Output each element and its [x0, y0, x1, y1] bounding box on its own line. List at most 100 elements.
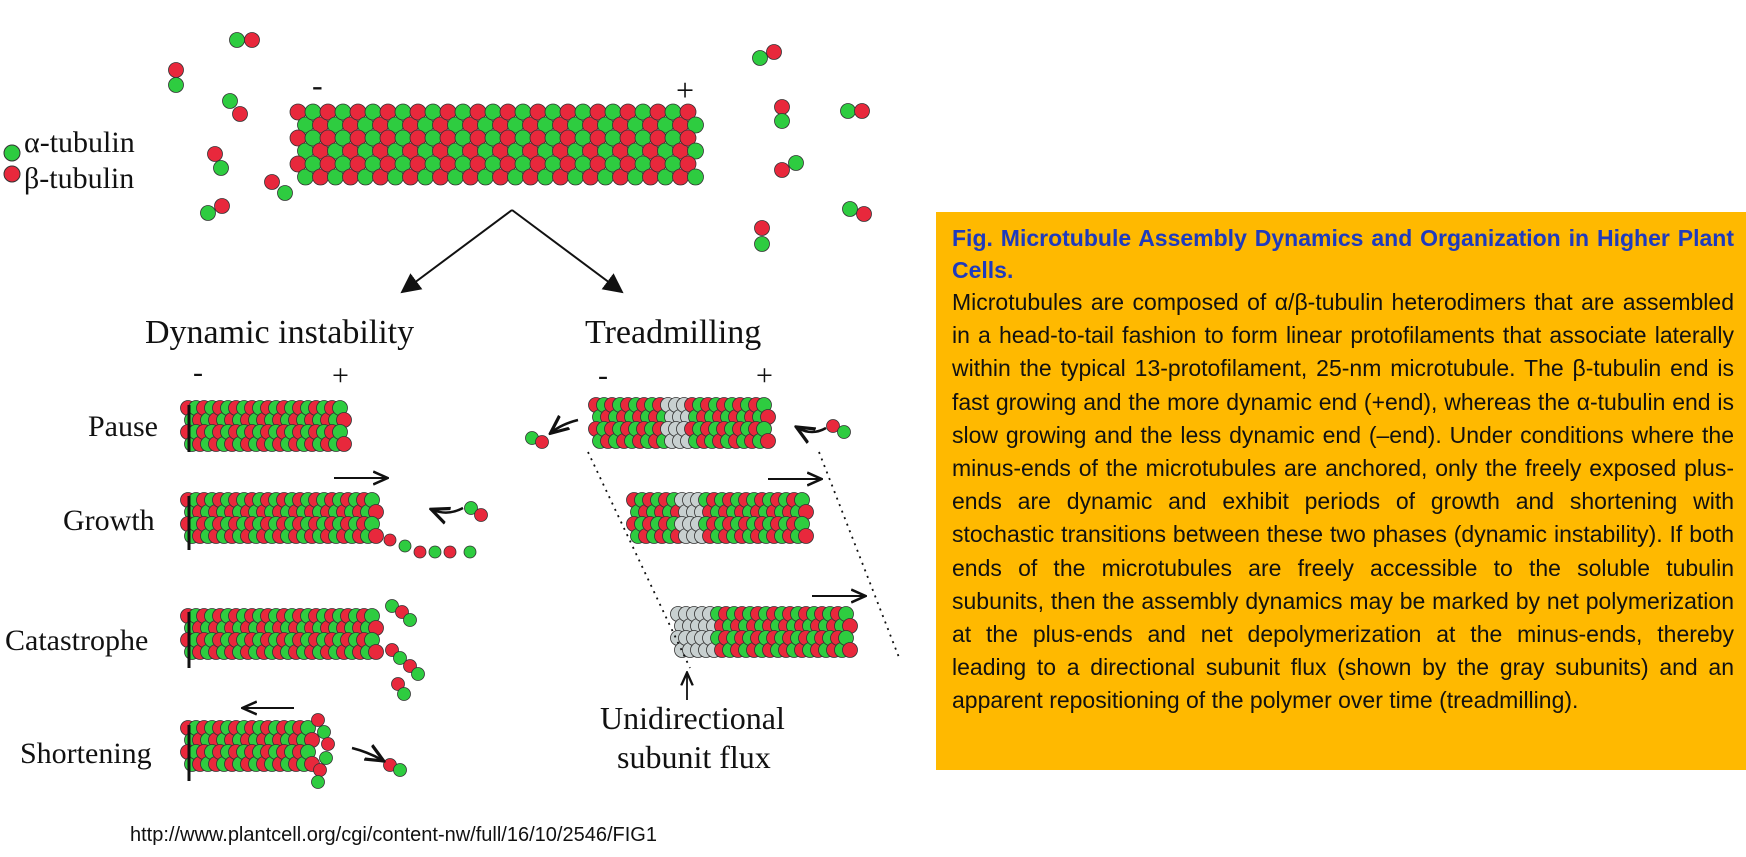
microtubule-diagram: α-tubulin β-tubulin - + Dynamic instabil…	[3, 32, 901, 789]
tubulin-subunit	[760, 433, 776, 449]
tubulin-subunit	[385, 599, 399, 613]
top-plus-label: +	[676, 72, 694, 108]
tubulin-subunit	[398, 539, 412, 553]
row-label-catastrophe: Catastrophe	[5, 624, 148, 657]
tubulin-subunit	[679, 103, 697, 121]
tubulin-subunit	[754, 236, 770, 252]
tubulin-subunit	[413, 545, 427, 559]
tubulin-subunit	[207, 146, 223, 162]
tubulin-subunit	[463, 545, 477, 559]
tread-incoming-dimer-arrow	[798, 428, 827, 432]
tubulin-subunit	[168, 62, 184, 78]
tubulin-subunit	[313, 763, 327, 777]
beta-tubulin-label: β-tubulin	[24, 162, 134, 195]
tubulin-subunit	[393, 651, 407, 665]
tubulin-subunit	[774, 99, 790, 115]
legend: α-tubulin β-tubulin	[3, 126, 135, 195]
treadmilling-microtubule-2	[626, 492, 814, 544]
tubulin-subunit	[232, 106, 248, 122]
pause-microtubule	[180, 400, 352, 452]
treadmilling-guide-left	[587, 451, 691, 669]
tubulin-subunit	[277, 185, 293, 201]
tubulin-subunit	[679, 129, 697, 147]
flux-label-line1: Unidirectional	[600, 700, 785, 736]
tubulin-subunit	[774, 162, 790, 178]
free-tubulin-dimers	[168, 32, 872, 252]
tubulin-subunit	[535, 435, 549, 449]
tubulin-subunit	[837, 425, 851, 439]
tubulin-subunit	[317, 725, 331, 739]
alpha-tubulin-swatch	[3, 144, 21, 162]
tubulin-subunit	[383, 533, 397, 547]
tubulin-subunit	[474, 508, 488, 522]
tubulin-subunit	[766, 44, 782, 60]
tubulin-subunit	[752, 50, 768, 66]
tubulin-subunit	[679, 155, 697, 173]
growth-incoming-dimer-arrow	[433, 506, 464, 513]
branch-arrow-left	[400, 209, 513, 294]
tubulin-subunit	[321, 737, 335, 751]
source-url: http://www.plantcell.org/cgi/content-nw/…	[130, 824, 657, 846]
treadmilling-microtubule-3	[670, 606, 858, 658]
beta-tubulin-swatch	[3, 165, 21, 183]
tubulin-subunit	[229, 32, 245, 48]
tubulin-subunit	[393, 763, 407, 777]
flux-label-line2: subunit flux	[617, 739, 771, 775]
tubulin-subunit	[336, 436, 352, 452]
tubulin-subunit	[428, 545, 442, 559]
dynamic-instability-title: Dynamic instability	[145, 314, 414, 351]
tubulin-subunit	[214, 198, 230, 214]
treadmilling-title: Treadmilling	[585, 314, 761, 351]
tubulin-subunit	[319, 751, 333, 765]
caption-title: Fig. Microtubule Assembly Dynamics and O…	[952, 225, 1734, 283]
tubulin-subunit	[403, 613, 417, 627]
tubulin-subunit	[687, 142, 704, 160]
shortening-outgoing-dimer-arrow	[351, 748, 382, 760]
tubulin-subunit	[411, 667, 425, 681]
tubulin-subunit	[391, 677, 405, 691]
tubulin-subunit	[798, 528, 814, 544]
tubulin-subunit	[397, 687, 411, 701]
tubulin-subunit	[464, 501, 478, 515]
left-plus-label: +	[332, 359, 349, 392]
tubulin-subunit	[264, 174, 280, 190]
row-label-growth: Growth	[63, 504, 155, 537]
tubulin-subunit	[826, 419, 840, 433]
treadmilling-microtubule-1	[525, 397, 851, 449]
row-label-pause: Pause	[88, 410, 158, 443]
tubulin-subunit	[200, 205, 216, 221]
growth-microtubule	[180, 492, 488, 559]
tubulin-subunit	[774, 113, 790, 129]
tubulin-subunit	[244, 32, 260, 48]
tubulin-subunit	[368, 644, 384, 660]
tubulin-subunit	[842, 642, 858, 658]
branch-arrow-right	[511, 209, 624, 294]
tubulin-subunit	[788, 155, 804, 171]
tread-outgoing-dimer-arrow	[552, 420, 579, 432]
row-label-shortening: Shortening	[20, 737, 152, 770]
tubulin-subunit	[222, 93, 238, 109]
tubulin-subunit	[754, 220, 770, 236]
tubulin-subunit	[856, 206, 872, 222]
alpha-tubulin-label: α-tubulin	[24, 126, 135, 159]
right-plus-label: +	[756, 359, 773, 392]
shortening-microtubule	[180, 713, 407, 789]
caption-box: Fig. Microtubule Assembly Dynamics and O…	[936, 212, 1746, 770]
tubulin-subunit	[168, 77, 184, 93]
right-minus-label: -	[598, 359, 608, 392]
top-minus-label: -	[312, 67, 323, 103]
tubulin-subunit	[854, 103, 870, 119]
tubulin-subunit	[213, 160, 229, 176]
tubulin-subunit	[840, 103, 856, 119]
tubulin-subunit	[687, 116, 704, 134]
tubulin-subunit	[687, 168, 704, 186]
caption-body: Microtubules are composed of α/β-tubulin…	[952, 289, 1734, 714]
catastrophe-microtubule	[180, 599, 425, 701]
tubulin-subunit	[311, 775, 325, 789]
tubulin-subunit	[368, 528, 384, 544]
top-microtubule	[289, 103, 704, 186]
left-minus-label: -	[193, 356, 203, 389]
tubulin-subunit	[443, 545, 457, 559]
tubulin-subunit	[311, 713, 325, 727]
tubulin-subunit	[842, 201, 858, 217]
